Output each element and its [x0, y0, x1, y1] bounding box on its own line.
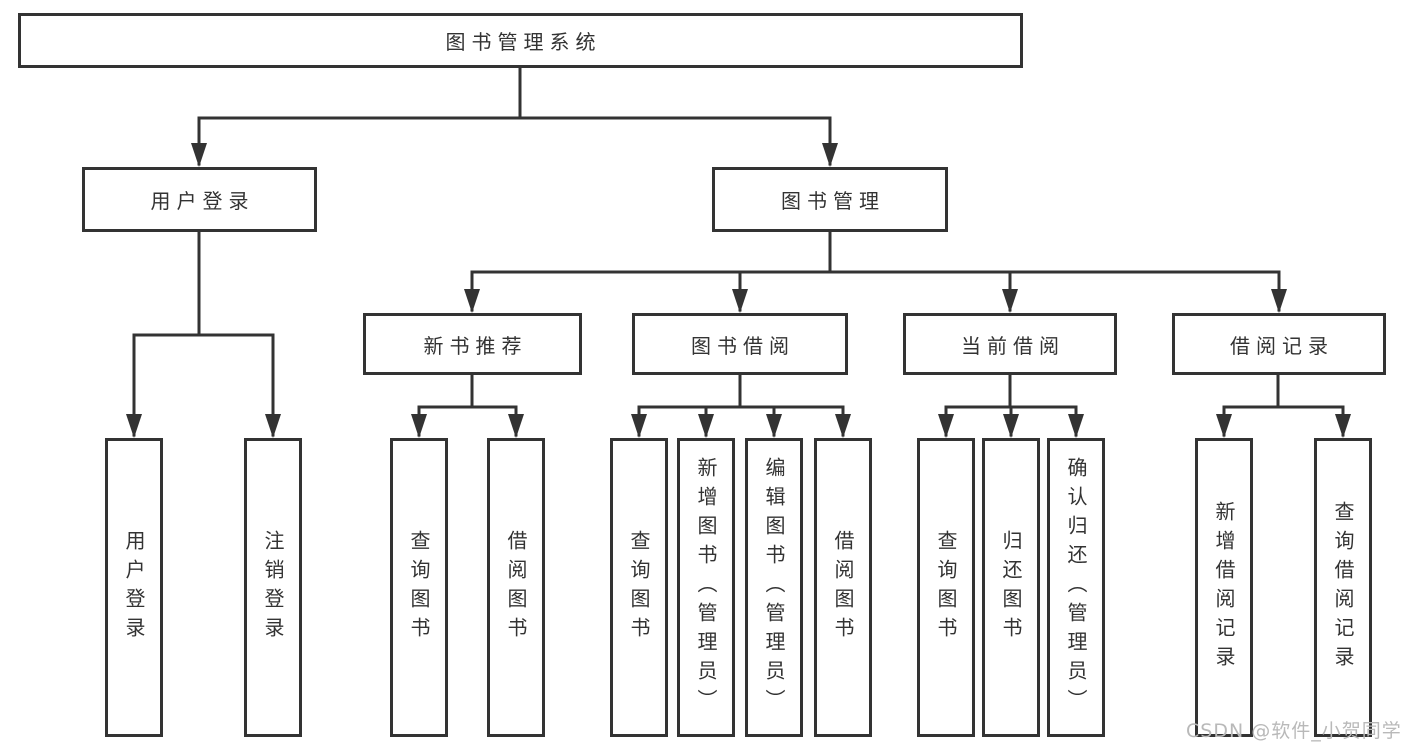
leaf-label: 注销登录 — [261, 529, 285, 646]
leaf-newbooks-query-books: 查询图书 — [390, 438, 448, 737]
arrow-down-icon — [631, 414, 647, 438]
arrow-down-icon — [732, 289, 748, 313]
leaf-label: 归还图书 — [999, 529, 1023, 646]
arrow-down-icon — [1335, 414, 1351, 438]
node-current-borrowing: 当前借阅 — [903, 313, 1117, 375]
leaf-borrow-borrow-books: 借阅图书 — [814, 438, 872, 737]
leaf-borrow-query-books: 查询图书 — [610, 438, 668, 737]
leaf-label: 借阅图书 — [504, 529, 528, 646]
arrow-down-icon — [698, 414, 714, 438]
arrow-down-icon — [1271, 289, 1287, 313]
leaf-label: 新增借阅记录 — [1212, 500, 1236, 675]
arrow-down-icon — [508, 414, 524, 438]
leaf-label: 编辑图书（管理员） — [762, 457, 786, 718]
arrow-down-icon — [835, 414, 851, 438]
leaf-records-add-borrow-record: 新增借阅记录 — [1195, 438, 1253, 737]
leaf-borrow-edit-books-admin: 编辑图书（管理员） — [745, 438, 803, 737]
leaf-label: 查询借阅记录 — [1331, 500, 1355, 675]
arrow-down-icon — [822, 143, 838, 167]
leaf-label: 查询图书 — [627, 529, 651, 646]
arrow-down-icon — [126, 414, 142, 438]
node-library-management-system: 图书管理系统 — [18, 13, 1023, 68]
leaf-label: 借阅图书 — [831, 529, 855, 646]
arrow-down-icon — [1002, 289, 1018, 313]
arrow-down-icon — [411, 414, 427, 438]
node-book-management: 图书管理 — [712, 167, 948, 232]
node-label: 新书推荐 — [423, 333, 528, 358]
arrow-down-icon — [766, 414, 782, 438]
leaf-label: 新增图书（管理员） — [694, 457, 718, 718]
arrow-down-icon — [265, 414, 281, 438]
arrow-down-icon — [191, 143, 207, 167]
leaf-current-return-books: 归还图书 — [982, 438, 1040, 737]
node-new-book-recommendation: 新书推荐 — [363, 313, 582, 375]
node-borrowing-records: 借阅记录 — [1172, 313, 1386, 375]
arrow-down-icon — [1003, 414, 1019, 438]
arrow-down-icon — [464, 289, 480, 313]
node-book-borrowing: 图书借阅 — [632, 313, 848, 375]
node-label: 当前借阅 — [961, 333, 1065, 358]
node-label: 图书管理 — [781, 189, 885, 213]
csdn-watermark: CSDN @软件_小贺同学 — [1186, 720, 1402, 742]
leaf-label: 用户登录 — [122, 529, 146, 646]
node-label: 图书借阅 — [691, 333, 795, 358]
node-label: 用户登录 — [150, 189, 255, 213]
arrow-down-icon — [1068, 414, 1084, 438]
leaf-user-login: 用户登录 — [105, 438, 163, 737]
leaf-current-query-books: 查询图书 — [917, 438, 975, 737]
node-label: 借阅记录 — [1230, 333, 1334, 358]
leaf-current-confirm-return-admin: 确认归还（管理员） — [1047, 438, 1105, 737]
arrow-down-icon — [1216, 414, 1232, 438]
leaf-records-query-borrow-record: 查询借阅记录 — [1314, 438, 1372, 737]
node-user-login: 用户登录 — [82, 167, 317, 232]
leaf-label: 查询图书 — [407, 529, 431, 646]
leaf-logout: 注销登录 — [244, 438, 302, 737]
leaf-label: 确认归还（管理员） — [1064, 457, 1088, 718]
leaf-newbooks-borrow-books: 借阅图书 — [487, 438, 545, 737]
leaf-borrow-add-books-admin: 新增图书（管理员） — [677, 438, 735, 737]
node-label: 图书管理系统 — [445, 30, 602, 54]
arrow-down-icon — [938, 414, 954, 438]
leaf-label: 查询图书 — [934, 529, 958, 646]
connector-path — [132, 66, 1345, 437]
